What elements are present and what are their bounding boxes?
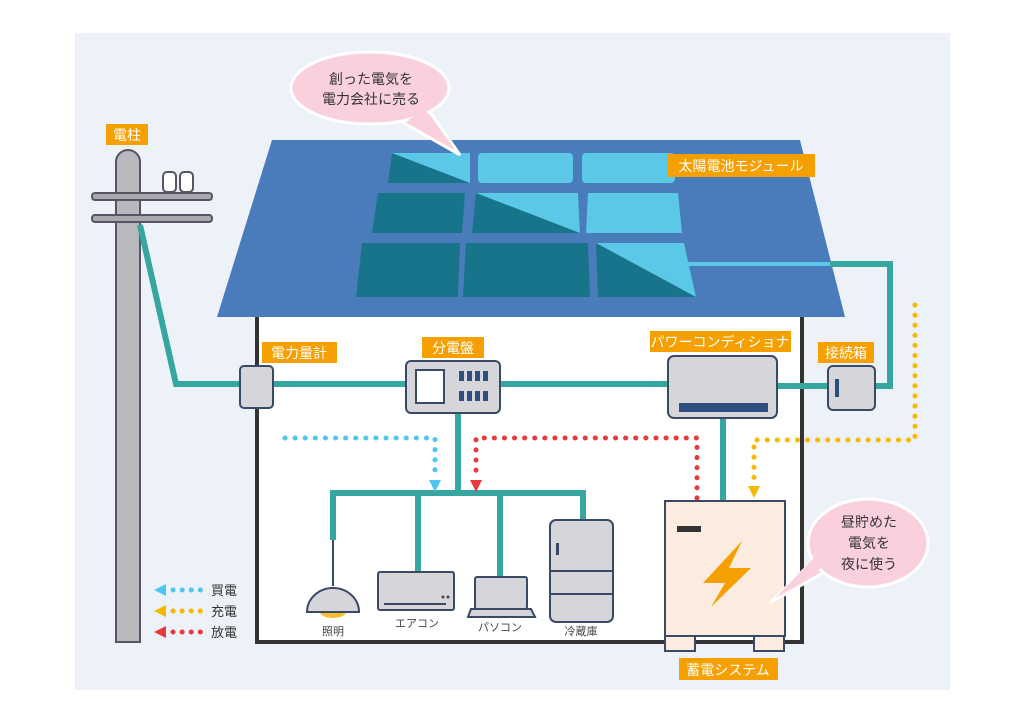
bubble-sell-line2: 電力会社に売る [322,92,420,108]
lightning-icon [703,541,751,607]
legend-item-discharge: 放電 [154,626,237,641]
legend: 買電 充電 放電 [154,584,237,641]
label-pc: パソコン [478,621,522,634]
label-light: 照明 [322,625,344,638]
fridge-icon [549,519,614,623]
label-solar-module: 太陽電池モジュール [668,154,815,177]
label-pole: 電柱 [106,124,148,145]
laptop-icon [466,576,537,618]
bubble-sell-line1: 創った電気を [329,72,413,88]
discharge-arrow-icon [470,480,482,492]
label-meter-text: 電力量計 [271,346,327,362]
label-meter: 電力量計 [262,342,337,363]
storage-battery [664,500,786,652]
bubble-night-line3: 夜に使う [841,556,897,573]
lamp-icon [305,540,361,618]
junction-box [827,365,876,411]
aircon-icon [377,571,455,611]
power-wires [137,224,893,577]
bubble-night-line2: 電気を [848,536,890,552]
label-junction-box: 接続箱 [818,342,874,363]
buy-flow-line [282,435,438,481]
speech-bubble-sell: 創った電気を 電力会社に売る [289,50,462,157]
legend-arrow-icon [154,605,166,617]
power-conditioner [667,355,778,419]
legend-label-charge: 充電 [211,604,237,620]
legend-item-charge: 充電 [154,604,237,620]
label-solar-module-text: 太陽電池モジュール [678,159,803,175]
power-meter [239,365,274,409]
bubble-night-line1: 昼貯めた [841,515,897,531]
label-distribution-board: 分電盤 [422,337,484,358]
label-aircon: エアコン [395,617,439,630]
distribution-board [405,360,501,414]
utility-pole [91,149,213,643]
legend-label-discharge: 放電 [211,626,237,641]
solar-panels [356,153,696,297]
legend-arrow-icon [154,626,166,638]
label-fridge: 冷蔵庫 [565,624,598,638]
label-distribution-board-text: 分電盤 [432,341,474,357]
legend-item-buy: 買電 [154,584,237,599]
charge-arrow-icon [748,486,760,498]
label-power-conditioner: パワーコンディショナ [650,331,791,352]
label-storage-system-text: 蓄電システム [686,663,770,679]
label-storage-system: 蓄電システム [679,658,778,680]
legend-label-buy: 買電 [211,584,237,599]
insulator-icon [162,171,194,193]
speech-bubble-night: 昼貯めた 電気を 夜に使う [768,497,930,605]
discharge-flow-line [473,435,700,501]
buy-arrow-icon [429,480,441,492]
legend-arrow-icon [154,584,166,596]
label-junction-box-text: 接続箱 [825,345,867,362]
label-power-conditioner-text: パワーコンディショナ [650,334,789,351]
label-pole-text: 電柱 [113,128,141,144]
